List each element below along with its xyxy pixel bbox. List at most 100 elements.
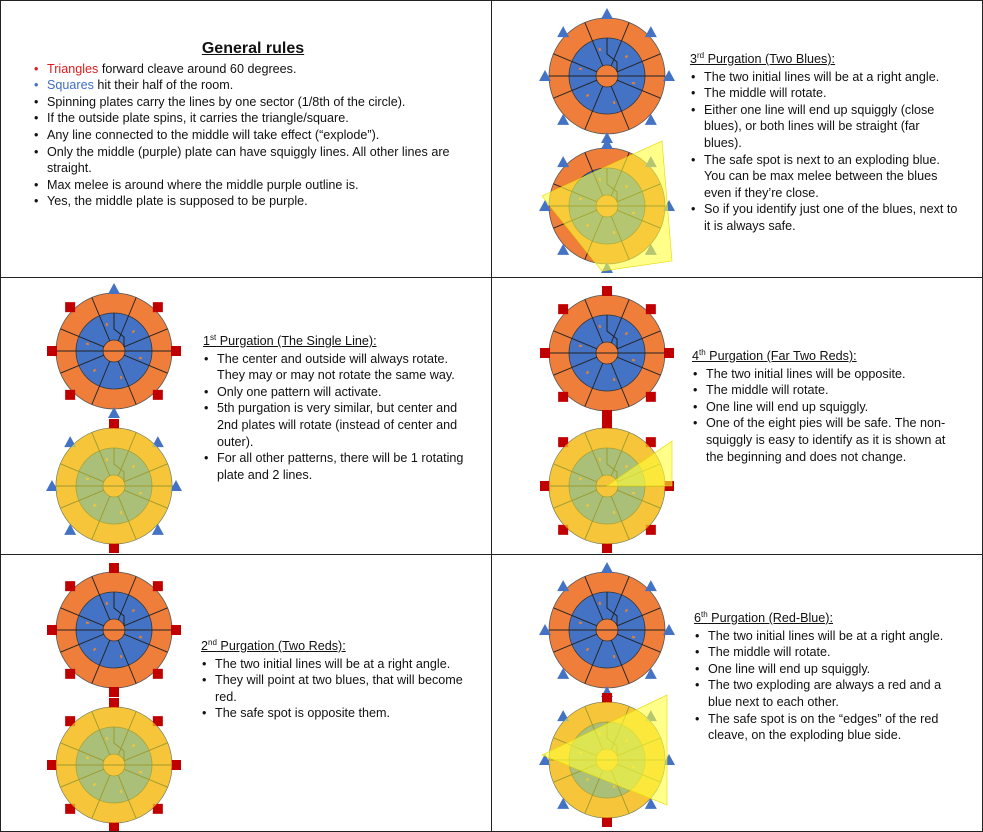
line-mark <box>631 358 636 362</box>
line-mark <box>138 356 143 360</box>
plate-diagram-1-result <box>46 419 182 553</box>
purgation-item: For all other patterns, there will be 1 … <box>204 450 473 483</box>
square-marker <box>152 668 163 679</box>
sector-line <box>616 53 661 73</box>
triangle-marker <box>557 113 570 125</box>
square-marker <box>152 389 163 400</box>
cleave-overlay <box>56 707 172 823</box>
line-mark <box>612 100 616 105</box>
rule-keyword: Triangles <box>47 61 99 76</box>
rule-text: If the outside plate spins, it carries t… <box>47 111 349 126</box>
rule-item: Only the middle (purple) plate can have … <box>34 144 473 177</box>
squiggly-line <box>113 313 125 347</box>
purgation-item: The two exploding are always a red and a… <box>695 677 964 710</box>
line-mark <box>585 370 590 375</box>
plate-diagram-4-result <box>540 419 674 553</box>
rule-item: Any line connected to the middle will ta… <box>34 127 473 144</box>
square-marker <box>65 803 76 814</box>
plate-diagram-3-initial <box>539 8 675 143</box>
purgation-item: The middle will rotate. <box>691 85 960 102</box>
line-mark <box>138 635 143 639</box>
purgation-2-title: 2nd Purgation (Two Reds): <box>201 637 346 653</box>
squiggly-line <box>606 592 618 626</box>
sector-line <box>123 328 168 348</box>
purgation-4-text: 4th Purgation (Far Two Reds): The two in… <box>692 348 962 465</box>
triangle-marker <box>644 26 657 38</box>
triangle-marker <box>46 480 58 491</box>
purgation-item: The safe spot is opposite them. <box>202 705 471 722</box>
purgation-item: The safe spot is on the “edges” of the r… <box>695 711 964 744</box>
square-marker <box>645 437 656 448</box>
square-marker <box>602 419 612 429</box>
square-marker <box>171 625 181 635</box>
cleave-triangle <box>606 440 673 487</box>
general-rules-list: Triangles forward cleave around 60 degre… <box>33 61 473 210</box>
purgation-3-text: 3rd Purgation (Two Blues): The two initi… <box>690 51 960 235</box>
square-marker <box>65 581 76 592</box>
rule-item: If the outside plate spins, it carries t… <box>34 110 473 127</box>
rule-text: forward cleave around 60 degrees. <box>98 61 297 76</box>
sector-line <box>553 330 598 350</box>
line-mark <box>631 81 636 85</box>
triangle-marker <box>170 480 182 491</box>
purgation-item: One of the eight pies will be safe. The … <box>693 415 962 465</box>
line-mark <box>598 601 602 606</box>
sector-line <box>117 297 137 342</box>
line-mark <box>85 621 90 625</box>
rule-text: Only the middle (purple) plate can have … <box>47 144 450 176</box>
sector-line <box>553 356 598 376</box>
line-mark <box>598 47 602 52</box>
line-mark <box>578 621 583 625</box>
purgation-item: The two initial lines will be opposite. <box>693 366 962 383</box>
triangle-marker <box>557 667 570 679</box>
triangle-marker <box>539 624 551 635</box>
square-marker <box>602 286 612 296</box>
sector-line <box>553 607 598 627</box>
sector-line <box>117 639 137 684</box>
square-marker <box>152 803 163 814</box>
square-marker <box>645 391 656 402</box>
cleave-triangle <box>541 694 668 806</box>
triangle-marker <box>557 710 570 722</box>
line-mark <box>612 377 616 382</box>
purgation-item: The middle will rotate. <box>693 382 962 399</box>
square-marker <box>152 581 163 592</box>
triangle-marker <box>64 436 77 448</box>
triangle-marker <box>644 580 657 592</box>
triangle-marker <box>539 200 551 211</box>
sector-line <box>60 328 105 348</box>
triangle-marker <box>601 8 613 19</box>
square-marker <box>65 389 76 400</box>
square-marker <box>109 543 119 553</box>
square-marker <box>540 348 550 358</box>
triangle-marker <box>601 562 613 573</box>
purgation-6-list: The two initial lines will be at a right… <box>694 628 964 744</box>
sector-line <box>91 297 111 342</box>
purgation-item: Either one line will end up squiggly (cl… <box>691 102 960 152</box>
line-mark <box>85 342 90 346</box>
square-marker <box>171 346 181 356</box>
line-mark <box>578 344 583 348</box>
triangle-marker <box>108 407 120 418</box>
rule-text: Yes, the middle plate is supposed to be … <box>47 194 308 209</box>
sector-line <box>60 354 105 374</box>
sector-line <box>584 576 604 621</box>
triangle-marker <box>539 70 551 81</box>
sector-line <box>616 633 661 653</box>
square-marker <box>645 524 656 535</box>
purgation-item: The two initial lines will be at a right… <box>202 656 471 673</box>
triangle-marker <box>663 70 675 81</box>
purgation-item: One line will end up squiggly. <box>695 661 964 678</box>
square-marker <box>664 348 674 358</box>
sector-line <box>91 639 111 684</box>
square-marker <box>65 668 76 679</box>
triangle-marker <box>644 797 657 809</box>
triangle-marker <box>601 138 613 149</box>
triangle-marker <box>64 523 77 535</box>
plate-diagram-2-initial <box>47 563 181 697</box>
square-marker <box>109 687 119 697</box>
sector-line <box>584 362 604 407</box>
triangle-marker <box>557 243 570 255</box>
line-mark <box>131 608 136 613</box>
purgation-2-text: 2nd Purgation (Two Reds): The two initia… <box>201 638 471 722</box>
